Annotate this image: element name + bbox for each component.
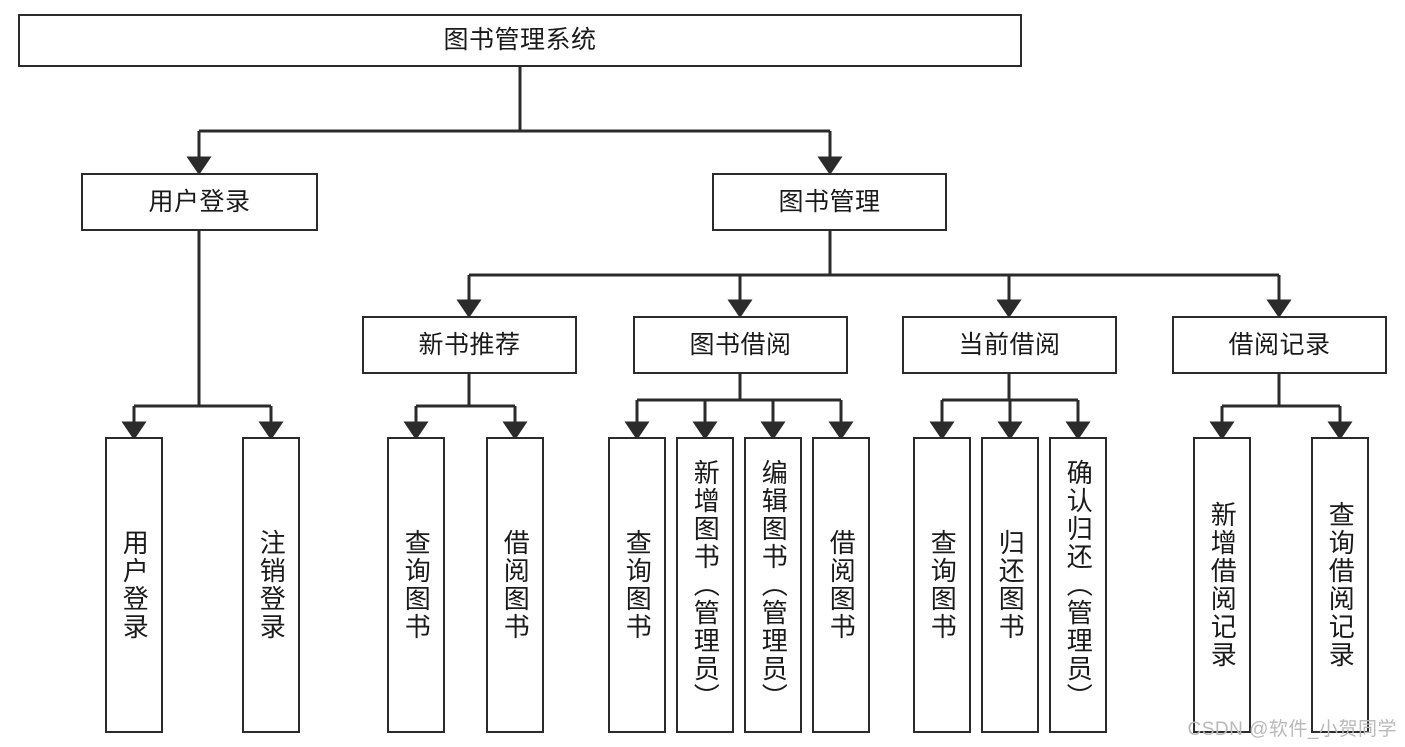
node-label: 借阅图书 [826, 529, 857, 641]
node-leaf-query-books-recommend[interactable]: 查询图书 [387, 437, 445, 733]
node-label: 查询图书 [622, 529, 653, 641]
node-leaf-edit-book[interactable]: 编辑图书（管理员） [744, 437, 802, 733]
node-borrow-records[interactable]: 借阅记录 [1172, 316, 1387, 374]
node-leaf-logout[interactable]: 注销登录 [242, 437, 300, 733]
node-book-management[interactable]: 图书管理 [712, 173, 947, 231]
node-label: 图书管理 [778, 187, 881, 216]
node-label: 确认归还（管理员） [1063, 459, 1094, 711]
node-current-borrow[interactable]: 当前借阅 [902, 316, 1117, 374]
csdn-watermark: CSDN @软件_小贺同学 [1187, 719, 1397, 740]
node-label: 借阅记录 [1228, 330, 1331, 359]
node-label: 新增借阅记录 [1207, 501, 1238, 669]
node-leaf-return-book[interactable]: 归还图书 [981, 437, 1039, 733]
node-book-borrow[interactable]: 图书借阅 [633, 316, 848, 374]
node-label: 归还图书 [995, 529, 1026, 641]
node-leaf-add-book[interactable]: 新增图书（管理员） [676, 437, 734, 733]
node-label: 用户登录 [148, 187, 251, 216]
node-label: 新书推荐 [418, 330, 521, 359]
node-root-system[interactable]: 图书管理系统 [18, 14, 1022, 67]
node-label: 查询图书 [401, 529, 432, 641]
node-new-book-recommend[interactable]: 新书推荐 [362, 316, 577, 374]
node-leaf-confirm-return[interactable]: 确认归还（管理员） [1049, 437, 1107, 733]
node-label: 编辑图书（管理员） [758, 459, 789, 711]
node-leaf-borrow-books[interactable]: 借阅图书 [812, 437, 870, 733]
node-label: 当前借阅 [958, 330, 1061, 359]
node-label: 图书借阅 [689, 330, 792, 359]
node-leaf-query-books-borrow[interactable]: 查询图书 [608, 437, 666, 733]
node-label: 查询图书 [927, 529, 958, 641]
node-leaf-borrow-books-recommend[interactable]: 借阅图书 [486, 437, 544, 733]
node-label: 用户登录 [119, 529, 150, 641]
node-label: 图书管理系统 [443, 26, 597, 55]
node-label: 注销登录 [256, 529, 287, 641]
node-label: 查询借阅记录 [1325, 501, 1356, 669]
node-label: 借阅图书 [500, 529, 531, 641]
node-leaf-user-login[interactable]: 用户登录 [105, 437, 163, 733]
node-user-login[interactable]: 用户登录 [81, 173, 318, 231]
node-leaf-query-books-current[interactable]: 查询图书 [913, 437, 971, 733]
node-leaf-add-borrow-record[interactable]: 新增借阅记录 [1193, 437, 1251, 733]
node-label: 新增图书（管理员） [690, 459, 721, 711]
node-leaf-query-borrow-record[interactable]: 查询借阅记录 [1311, 437, 1369, 733]
